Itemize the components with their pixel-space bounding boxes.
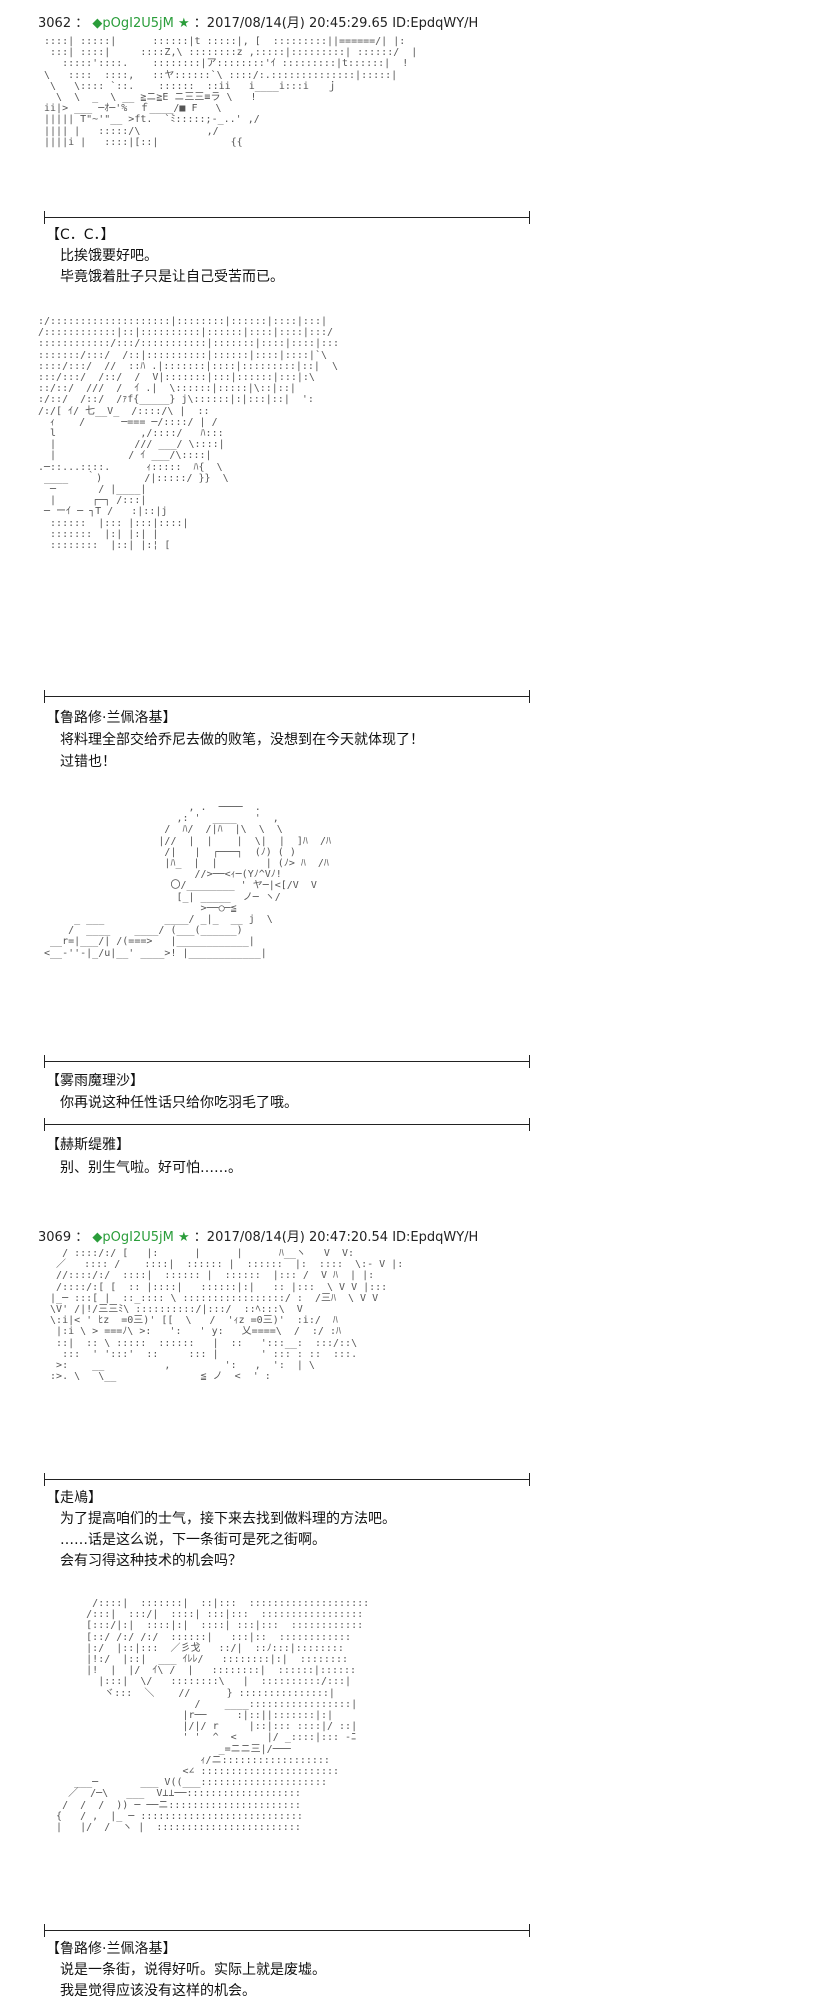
dialogue-line: 我是觉得应该没有这样的机会。 [60,1983,256,1999]
post-separator: ： [75,1230,89,1245]
post-header: 3062 ： ◆pOgI2U5jM ★ ：2017/08/14(月) 20:45… [38,12,478,31]
ascii-art-lelouch: :/::::::::::::::::::::|::::::::|::::::|:… [38,316,340,552]
dialogue-line: 别、别生气啦。好可怕……。 [60,1160,242,1176]
post-number: 3069 [38,1230,72,1245]
ascii-art-cc: ::::| :::::| ::::::|t :::::|, [ ::::::::… [44,36,418,148]
dialogue-line: 过错也！ [60,754,116,770]
scene-divider [44,211,530,224]
dialogue-line: 你再说这种任性话只给你吃羽毛了哦。 [60,1095,298,1111]
dialogue-line: 会有习得这种技术的机会吗？ [60,1553,242,1569]
speaker-name: 【鲁路修·兰佩洛基】 [46,710,177,726]
dialogue-line: 将料理全部交给乔尼去做的败笔，没想到在今天就体现了！ [60,732,424,748]
star-icon: ★ [178,1230,190,1245]
dialogue-line: 为了提高咱们的士气，接下来去找到做料理的方法吧。 [60,1511,396,1527]
trip-diamond-icon: ◆ [92,1230,103,1245]
post-header: 3069 ： ◆pOgI2U5jM ★ ：2017/08/14(月) 20:47… [38,1226,478,1245]
dialogue-line: 比挨饿要好吧。 [60,248,158,264]
scene-divider [44,1473,530,1486]
trip-code[interactable]: pOgI2U5jM [102,16,174,31]
scene-divider [44,1055,530,1068]
speaker-name: 【C．C．】 [46,227,115,243]
speaker-name: 【鲁路修·兰佩洛基】 [46,1941,177,1957]
post-separator: ： [75,16,89,31]
ascii-art-lelouch-2: /::::| :::::::| ::|::: :::::::::::::::::… [56,1598,370,1834]
speaker-name: 【赫斯缇雅】 [46,1137,130,1153]
scene-divider [44,690,530,703]
scene-divider [44,1118,530,1131]
trip-code[interactable]: pOgI2U5jM [102,1230,174,1245]
star-icon: ★ [178,16,190,31]
dialogue-line: 说是一条街，说得好听。实际上就是废墟。 [60,1962,326,1978]
post-datetime-id: ：2017/08/14(月) 20:45:29.65 ID:EpdqWY/H [193,16,479,31]
ascii-art-marisa-hestia: , . ──── . ,: ' ____ ' , / ﾊ/ /|ﾊ |\ \ \… [44,802,331,959]
post-datetime-id: ：2017/08/14(月) 20:47:20.54 ID:EpdqWY/H [193,1230,479,1245]
ascii-art-zouhei: / ::::/:/ [ |: | | ﾊ__ヽ V V: ／ :::: / ::… [50,1248,404,1383]
speaker-name: 【雾雨魔理沙】 [46,1073,144,1089]
speaker-name: 【走鳰】 [46,1490,102,1506]
scene-divider [44,1924,530,1937]
trip-diamond-icon: ◆ [92,16,103,31]
dialogue-line: 毕竟饿着肚子只是让自己受苦而已。 [60,269,284,285]
post-number: 3062 [38,16,72,31]
dialogue-line: ……话是这么说，下一条街可是死之街啊。 [60,1532,326,1548]
